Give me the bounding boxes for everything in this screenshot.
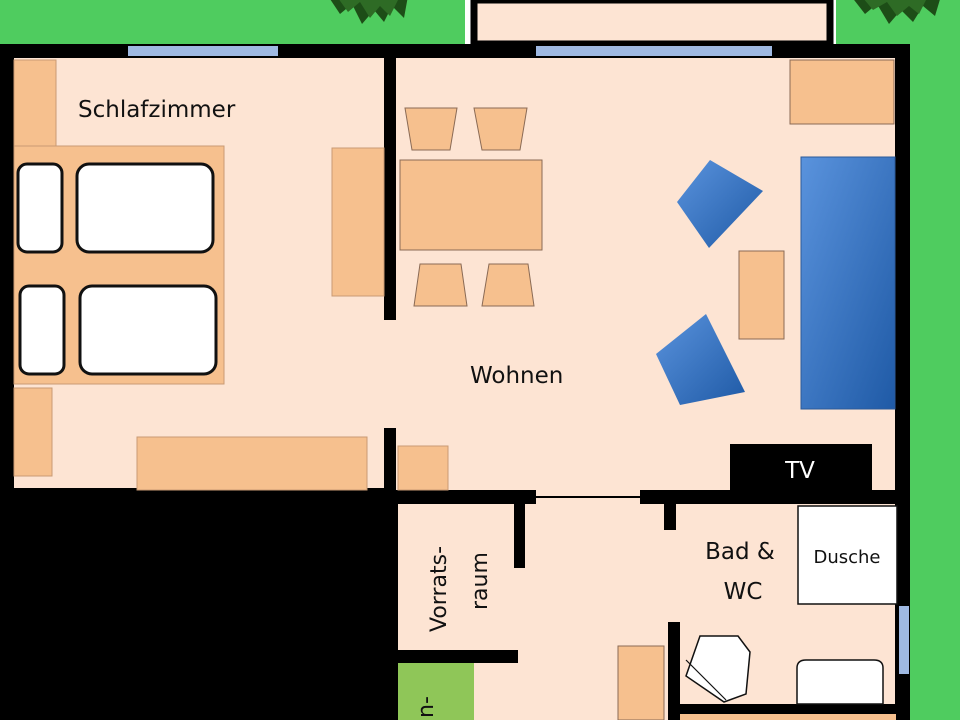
living-label: Wohnen	[470, 363, 563, 389]
bath-label-line1: Bad &	[705, 539, 775, 565]
living-furniture	[738, 59, 895, 340]
bedroom-label: Schlafzimmer	[78, 97, 236, 123]
window-living	[536, 46, 772, 56]
tv-label: TV	[784, 458, 815, 484]
pantry-label-line2: raum	[468, 552, 493, 610]
pantry-label-line1: Vorrats-	[427, 546, 452, 632]
shower-label: Dusche	[813, 547, 880, 568]
sink	[796, 659, 884, 705]
garden-right	[910, 30, 960, 720]
toilet	[685, 635, 751, 703]
terrace	[470, 0, 834, 48]
armchair-top	[677, 160, 763, 248]
unbuilt-area	[0, 490, 388, 720]
tree-icon	[854, 0, 940, 24]
armchair-bottom	[656, 314, 745, 405]
shower	[797, 505, 898, 605]
bed-pillows	[16, 162, 218, 376]
tree-icon	[330, 0, 408, 24]
window-bath	[899, 606, 909, 674]
window-bedroom	[128, 46, 278, 56]
tv-unit	[730, 444, 872, 494]
green-room	[397, 662, 474, 720]
sofa	[800, 156, 896, 410]
cabinet-bath	[617, 645, 665, 720]
green-room-label: n-	[414, 696, 439, 718]
walls	[0, 44, 910, 720]
toilet-line	[685, 659, 727, 701]
bath-label-line2: WC	[724, 579, 763, 605]
dining-set	[399, 107, 543, 307]
floor-strip-bottom	[680, 714, 896, 720]
